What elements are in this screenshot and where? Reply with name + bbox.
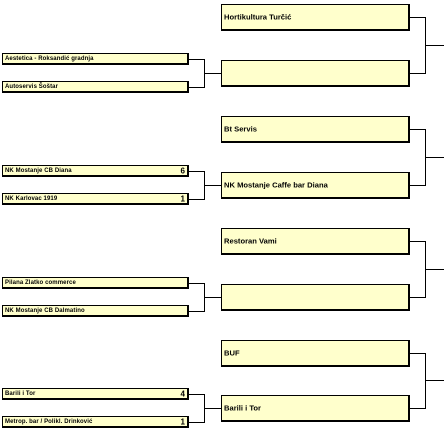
team-score: 6 — [180, 166, 185, 175]
round2-slot-3[interactable]: Bt Servis — [221, 116, 410, 143]
round2-slot-6[interactable] — [221, 284, 410, 311]
team-name: NK Mostanje CB Dalmatino — [5, 307, 85, 314]
round2-slot-1[interactable]: Hortikultura Turčić — [221, 4, 410, 31]
team-name: Autoservis Šoštar — [5, 83, 59, 90]
team-name: Aestetica - Roksandić gradnja — [5, 55, 94, 62]
round1-slot-1[interactable]: Aestetica - Roksandić gradnja — [2, 53, 189, 65]
round2-slot-5[interactable]: Restoran Vami — [221, 228, 410, 255]
team-name: Barili i Tor — [5, 390, 36, 397]
round1-slot-3[interactable]: NK Mostanje CB Diana 6 — [2, 165, 189, 177]
team-score: 1 — [180, 194, 185, 203]
team-name: NK Mostanje CB Diana — [5, 167, 72, 174]
round1-slot-8[interactable]: Metrop. bar / Polikl. Drinković 1 — [2, 416, 189, 428]
team-score: 1 — [180, 417, 185, 426]
team-name: Bt Servis — [224, 124, 257, 134]
team-name: NK Karlovac 1919 — [5, 195, 58, 202]
round2-slot-4[interactable]: NK Mostanje Caffe bar Diana — [221, 172, 410, 199]
round2-slot-2[interactable] — [221, 60, 410, 87]
team-name: Pilana Zlatko commerce — [5, 279, 76, 286]
round2-slot-7[interactable]: BUF — [221, 340, 410, 367]
round2-slot-8[interactable]: Barili i Tor — [221, 395, 410, 422]
round1-slot-2[interactable]: Autoservis Šoštar — [2, 81, 189, 93]
team-name: Restoran Vami — [224, 236, 277, 246]
team-name: Barili i Tor — [224, 403, 261, 413]
round1-slot-6[interactable]: NK Mostanje CB Dalmatino — [2, 305, 189, 317]
team-name: NK Mostanje Caffe bar Diana — [224, 180, 328, 190]
team-name: Metrop. bar / Polikl. Drinković — [5, 418, 93, 425]
round1-slot-4[interactable]: NK Karlovac 1919 1 — [2, 193, 189, 205]
team-name: BUF — [224, 348, 240, 358]
team-score: 4 — [180, 389, 185, 398]
round1-slot-7[interactable]: Barili i Tor 4 — [2, 388, 189, 400]
round1-slot-5[interactable]: Pilana Zlatko commerce — [2, 277, 189, 289]
team-name: Hortikultura Turčić — [224, 12, 292, 22]
